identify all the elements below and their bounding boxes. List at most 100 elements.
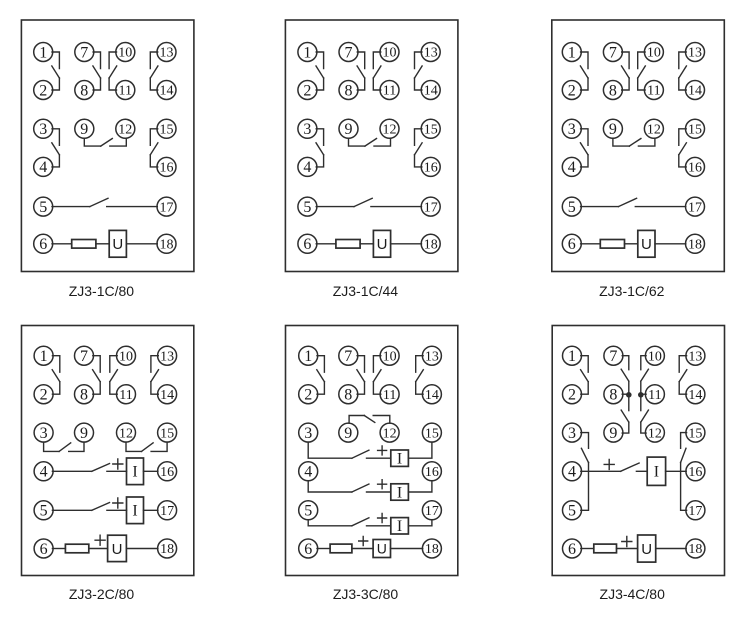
svg-text:18: 18 bbox=[160, 238, 174, 253]
svg-text:10: 10 bbox=[383, 349, 397, 364]
svg-text:14: 14 bbox=[424, 84, 438, 99]
svg-text:12: 12 bbox=[383, 123, 397, 138]
svg-text:16: 16 bbox=[688, 465, 702, 480]
svg-text:17: 17 bbox=[160, 504, 174, 519]
svg-text:ZJ3-1C/80: ZJ3-1C/80 bbox=[69, 283, 135, 299]
svg-text:1: 1 bbox=[40, 348, 48, 365]
svg-text:10: 10 bbox=[119, 349, 133, 364]
svg-text:ZJ3-1C/62: ZJ3-1C/62 bbox=[599, 283, 665, 299]
svg-text:U: U bbox=[377, 541, 387, 557]
svg-text:8: 8 bbox=[609, 82, 617, 99]
svg-text:13: 13 bbox=[688, 46, 702, 61]
svg-text:12: 12 bbox=[118, 123, 132, 138]
svg-text:10: 10 bbox=[648, 349, 662, 364]
svg-text:12: 12 bbox=[648, 426, 662, 441]
svg-text:3: 3 bbox=[303, 121, 311, 138]
svg-text:9: 9 bbox=[609, 121, 617, 138]
svg-text:16: 16 bbox=[160, 465, 174, 480]
svg-text:I: I bbox=[132, 464, 137, 481]
svg-text:6: 6 bbox=[303, 236, 311, 253]
svg-text:18: 18 bbox=[424, 238, 438, 253]
svg-text:14: 14 bbox=[688, 84, 702, 99]
svg-text:17: 17 bbox=[424, 200, 438, 215]
svg-text:8: 8 bbox=[609, 387, 617, 404]
svg-text:18: 18 bbox=[160, 542, 174, 557]
svg-text:7: 7 bbox=[344, 348, 352, 365]
svg-text:I: I bbox=[132, 503, 137, 520]
svg-text:ZJ3-1C/44: ZJ3-1C/44 bbox=[333, 283, 399, 299]
svg-text:ZJ3-2C/80: ZJ3-2C/80 bbox=[69, 586, 135, 602]
svg-text:18: 18 bbox=[425, 542, 439, 557]
svg-text:6: 6 bbox=[39, 236, 47, 253]
svg-text:13: 13 bbox=[425, 349, 439, 364]
svg-text:5: 5 bbox=[39, 199, 47, 216]
svg-text:15: 15 bbox=[688, 123, 702, 138]
svg-text:16: 16 bbox=[688, 161, 702, 176]
svg-text:11: 11 bbox=[383, 84, 396, 99]
svg-text:15: 15 bbox=[160, 426, 174, 441]
svg-text:9: 9 bbox=[345, 121, 353, 138]
svg-text:14: 14 bbox=[425, 388, 439, 403]
svg-text:18: 18 bbox=[688, 542, 702, 557]
svg-text:I: I bbox=[397, 451, 402, 468]
svg-text:6: 6 bbox=[304, 541, 312, 558]
svg-text:7: 7 bbox=[609, 348, 617, 365]
svg-text:17: 17 bbox=[425, 504, 439, 519]
svg-text:11: 11 bbox=[383, 388, 396, 403]
svg-text:6: 6 bbox=[568, 541, 576, 558]
svg-text:8: 8 bbox=[80, 82, 88, 99]
svg-text:3: 3 bbox=[40, 425, 48, 442]
svg-text:12: 12 bbox=[647, 123, 661, 138]
svg-text:16: 16 bbox=[424, 161, 438, 176]
svg-text:10: 10 bbox=[383, 46, 397, 61]
svg-text:8: 8 bbox=[345, 82, 353, 99]
svg-text:4: 4 bbox=[568, 464, 576, 481]
svg-text:15: 15 bbox=[688, 426, 702, 441]
svg-text:I: I bbox=[397, 484, 402, 501]
svg-text:5: 5 bbox=[303, 199, 311, 216]
svg-text:1: 1 bbox=[304, 348, 312, 365]
svg-text:17: 17 bbox=[688, 504, 702, 519]
svg-text:11: 11 bbox=[647, 84, 660, 99]
svg-text:1: 1 bbox=[568, 44, 576, 61]
svg-text:8: 8 bbox=[344, 387, 352, 404]
svg-text:10: 10 bbox=[647, 46, 661, 61]
svg-text:1: 1 bbox=[303, 44, 311, 61]
svg-text:9: 9 bbox=[609, 425, 617, 442]
svg-text:18: 18 bbox=[688, 238, 702, 253]
svg-text:1: 1 bbox=[568, 348, 576, 365]
svg-text:I: I bbox=[654, 464, 659, 481]
svg-text:I: I bbox=[397, 518, 402, 535]
svg-text:ZJ3-4C/80: ZJ3-4C/80 bbox=[600, 586, 666, 602]
svg-text:3: 3 bbox=[304, 425, 312, 442]
svg-text:17: 17 bbox=[160, 200, 174, 215]
svg-text:7: 7 bbox=[609, 44, 617, 61]
svg-text:8: 8 bbox=[80, 387, 88, 404]
svg-text:5: 5 bbox=[304, 503, 312, 520]
svg-text:U: U bbox=[112, 541, 123, 558]
svg-text:7: 7 bbox=[345, 44, 353, 61]
svg-text:5: 5 bbox=[568, 503, 576, 520]
svg-text:13: 13 bbox=[424, 46, 438, 61]
svg-text:13: 13 bbox=[160, 46, 174, 61]
svg-text:13: 13 bbox=[160, 349, 174, 364]
svg-text:U: U bbox=[641, 541, 652, 558]
svg-text:5: 5 bbox=[40, 503, 48, 520]
svg-text:15: 15 bbox=[160, 123, 174, 138]
svg-text:9: 9 bbox=[80, 425, 88, 442]
svg-text:15: 15 bbox=[425, 426, 439, 441]
svg-text:2: 2 bbox=[39, 82, 47, 99]
svg-text:2: 2 bbox=[568, 387, 576, 404]
svg-text:2: 2 bbox=[304, 387, 312, 404]
svg-text:ZJ3-3C/80: ZJ3-3C/80 bbox=[333, 586, 399, 602]
svg-text:2: 2 bbox=[568, 82, 576, 99]
svg-text:12: 12 bbox=[383, 426, 397, 441]
svg-text:6: 6 bbox=[40, 541, 48, 558]
svg-text:6: 6 bbox=[568, 236, 576, 253]
svg-text:15: 15 bbox=[424, 123, 438, 138]
svg-text:7: 7 bbox=[80, 44, 88, 61]
svg-text:14: 14 bbox=[688, 388, 702, 403]
svg-text:11: 11 bbox=[119, 84, 132, 99]
svg-text:10: 10 bbox=[118, 46, 132, 61]
svg-text:16: 16 bbox=[160, 161, 174, 176]
